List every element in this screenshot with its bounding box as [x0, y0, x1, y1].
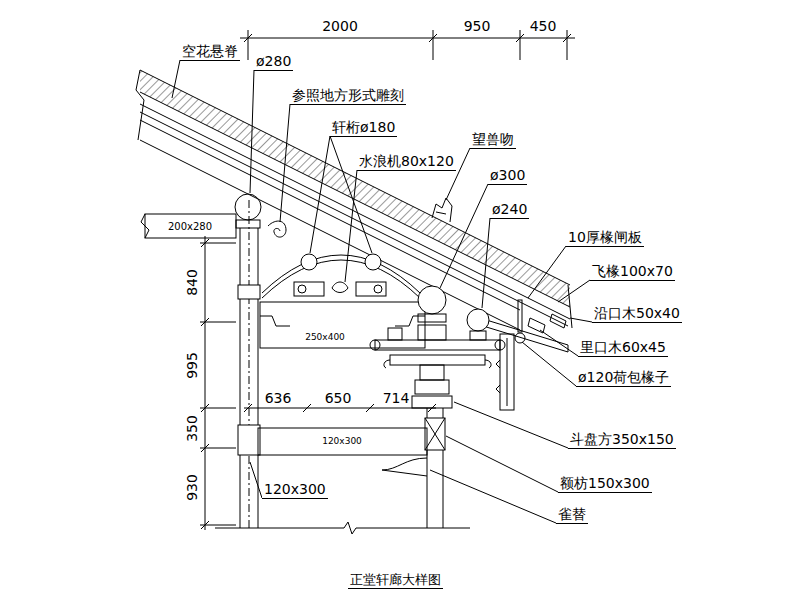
leader-lines [172, 60, 592, 523]
dimension: 636 [263, 390, 294, 407]
part-label: 望兽吻 [470, 131, 516, 149]
section-size: 200x280 [166, 218, 214, 235]
part-label: 沿口木50x40 [592, 305, 682, 323]
part-label: 水浪机80x120 [357, 153, 456, 171]
dimension: 714 [381, 390, 412, 407]
ridge-beast [432, 198, 452, 222]
dimension: 950 [462, 18, 493, 35]
dimension: 350 [183, 413, 200, 444]
bracket-set [370, 325, 505, 394]
part-label: 斗盘方350x150 [568, 431, 676, 449]
dimension: 840 [183, 267, 200, 298]
dimension-lines [200, 30, 575, 530]
right-column [382, 396, 452, 528]
left-purlin [141, 194, 286, 238]
section-size: 120x300 [320, 433, 364, 450]
part-label: 飞椽100x70 [590, 263, 675, 281]
part-label: ø120荷包椽子 [576, 369, 671, 387]
part-label: 10厚椽闸板 [566, 229, 644, 247]
ground-break-line [215, 522, 470, 534]
left-column [238, 200, 260, 528]
dimension: 450 [528, 18, 559, 35]
part-label: 额枋150x300 [558, 475, 652, 493]
main-beam [260, 302, 425, 348]
ceiling-arch [262, 254, 420, 298]
lower-beam [258, 428, 427, 455]
roof-lines [136, 70, 572, 330]
dimension: 650 [323, 390, 354, 407]
dimension: 930 [183, 472, 200, 503]
section-size: 250x400 [303, 329, 347, 346]
part-label: ø280 [254, 53, 293, 71]
part-label: 空花悬脊 [180, 43, 240, 61]
dimension: 995 [183, 350, 200, 381]
part-label: 参照地方形式雕刻 [290, 87, 406, 105]
part-label: 雀替 [556, 506, 588, 524]
dimension: 2000 [320, 18, 360, 35]
part-label: 里口木60x45 [578, 339, 668, 357]
part-label: 轩桁ø180 [330, 119, 397, 137]
right-purlins [418, 286, 489, 331]
part-label: ø300 [488, 167, 527, 185]
hanging-board [496, 334, 514, 410]
part-label: ø240 [490, 201, 529, 219]
part-label: 120x300 [262, 481, 328, 499]
drawing-caption: 正堂轩廊大样图 [348, 571, 443, 589]
